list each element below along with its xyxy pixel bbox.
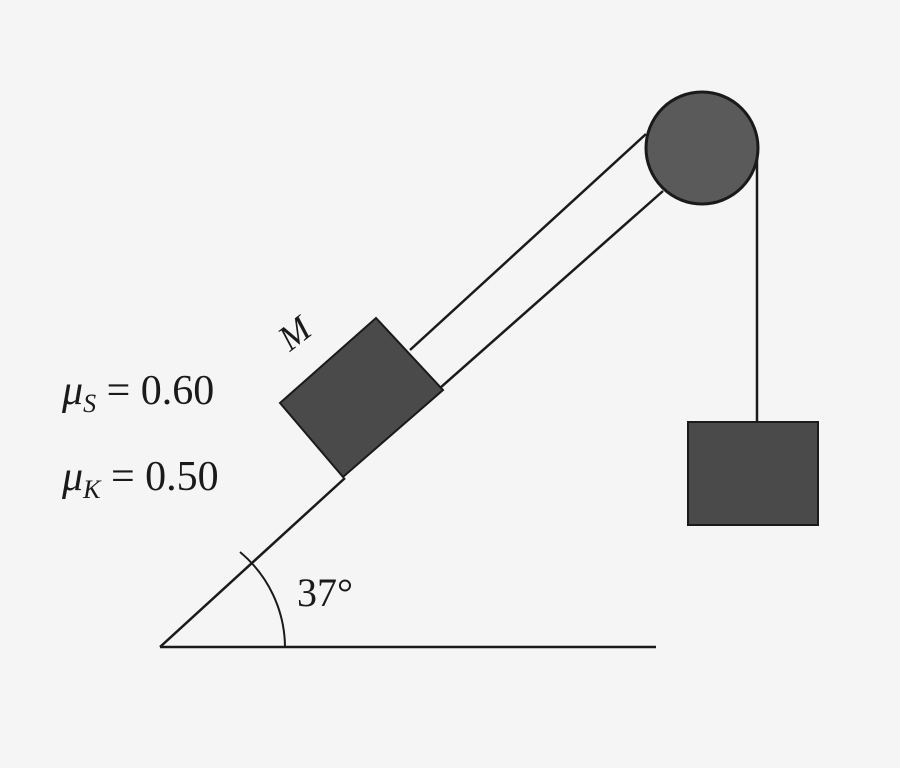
hanging-block [687,421,819,526]
mu-s-label: μS = 0.60 [61,368,214,418]
angle-label: 37° [297,570,353,615]
mu-s-symbol: μ [61,368,83,414]
pulley [644,90,760,206]
mu-s-value: = 0.60 [96,368,214,414]
mass-label: M [270,307,321,359]
mu-k-value: = 0.50 [100,454,218,500]
mu-k-subscript: K [82,475,102,504]
mu-s-subscript: S [83,389,96,418]
angle-arc [239,551,286,648]
rope-upper [409,133,647,351]
rope-lower [439,190,664,389]
block-m [278,316,445,479]
mu-k-symbol: μ [61,454,83,500]
mu-k-label: μK = 0.50 [61,454,219,504]
